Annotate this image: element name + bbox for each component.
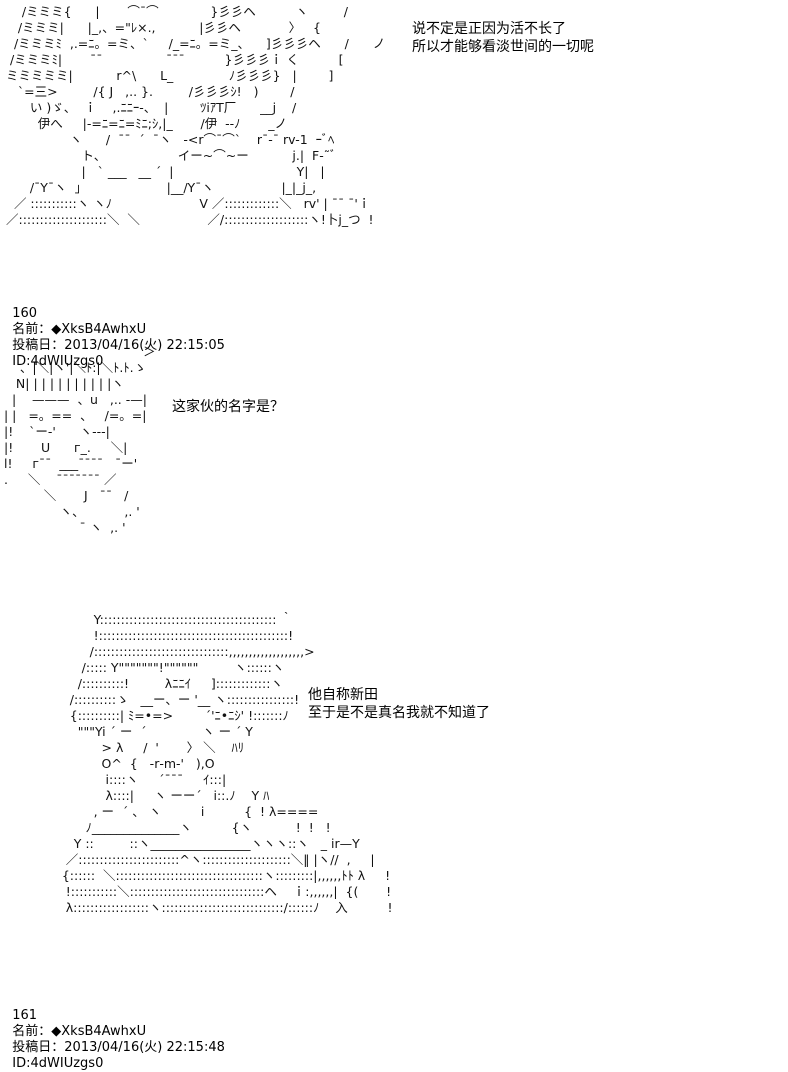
ascii-art-line: {::::::::::| ﾐ=•=> ˊ'ﾆ•ﾆｼ' !:::::::ﾉ (34, 708, 289, 723)
ascii-art-line: l! г¯¯ ___¯¯¯¯ ¯ー' (4, 456, 138, 471)
ascii-art-figure-1: /ミミミ{ | ⌒¯⌒ }彡彡ヘ ヽ / /ミミミ| |_,、="ﾚ×., |彡… (6, 4, 385, 228)
ascii-art-line: い )ゞ、 ｉ ,.ﾆﾆｰ-、 | ﾂiｱT厂 __j / (6, 100, 297, 115)
ascii-art-line: !:::::::::::＼:::::::::::::::::::::::::::… (34, 884, 392, 899)
ascii-art-line: ／:::::::::::::::::::::＼ ＼ ／/::::::::::::… (6, 212, 374, 227)
dialog-line-4: 他自称新田 (308, 687, 378, 703)
post-number: 160 (12, 306, 38, 321)
post-number: 161 (12, 1008, 38, 1023)
ascii-art-line: Y :: ::ヽ________________ヽヽヽ::ヽ _ ir—Y (34, 836, 360, 851)
ascii-art-line: λ::::::::::::::::::ヽ::::::::::::::::::::… (34, 900, 393, 915)
ascii-art-line: /ミミミﾐ| ¯¯ ¯¯¯ }彡彡彡ｉ く [ (6, 52, 344, 67)
post-name-label: 名前： (12, 322, 52, 337)
ascii-art-line: ト、 イー~⌒~ー j.| F-˜ﾞ (6, 148, 337, 163)
post-datetime: 2013/04/16(火) 22:15:48 (64, 1040, 225, 1055)
post-date-label: 投稿日： (12, 1040, 65, 1055)
ascii-art-line: """Yi ˊ ー ˊ ヽ ー ˊ Y (34, 724, 253, 739)
ascii-art-line: /ミミミ{ | ⌒¯⌒ }彡彡ヘ ヽ / (6, 4, 348, 19)
ascii-art-line: ／ :::::::::::ヽ ヽﾉ V ／:::::::::::::＼ rv' … (6, 196, 371, 211)
ascii-art-line: ヽ / ¯¯ ˊ ¯ヽ -<r⌒¯⌒` r¯-¯ rv-1 ｰﾞﾍ (6, 132, 335, 147)
ascii-art-line: 伊へ |-=ﾆ=ﾆ=ﾐﾆ;ｼ,|_ /伊 --ﾉ _ノ (6, 116, 288, 131)
ascii-art-line: | ` ___ __ ˊ | Y| | (6, 164, 325, 179)
post-header-160: 160 名前：◆XksB4AwhxU 投稿日：2013/04/16(火) 22:… (4, 290, 225, 370)
ascii-art-line: /::::::::::ゝ __ー、ー '__ ヽ::::::::::::::::… (34, 692, 300, 707)
ascii-art-line: > λ / ' 〉 ＼ ﾊﾘ (34, 740, 245, 755)
dialog-line-3: 这家伙的名字是？ (172, 399, 284, 415)
ascii-art-line: /ミミミﾐ ,.=ﾆ。=ミ、` /_=ﾆ。=ミ_、 ]彡彡彡ヘ / ノ (6, 36, 386, 51)
ascii-art-line: , ー ´ 、 ヽ i { ! λ==== (34, 804, 319, 819)
ascii-art-line: ミミミミミ| r^\ L_ ﾉ彡彡彡} | ] (6, 68, 334, 83)
ascii-art-line: `=三> /{ J ,.. }. /彡彡彡ｼ! ) / (6, 84, 295, 99)
ascii-art-line: . ＼ ¯¯¯¯¯¯¯ ／ (4, 472, 117, 487)
ascii-art-line: ¯ ヽ ,. ' (4, 520, 126, 535)
ascii-art-line: !:::::::::::::::::::::::::::::::::::::::… (34, 628, 294, 643)
ascii-art-line: λ::::| ヽ ーーˊ i::.ﾉ Y ﾊ (34, 788, 270, 803)
ascii-art-line: i::::ヽ ˊ¯¯¯ ｲ:::| (34, 772, 227, 787)
post-trip: ◆XksB4AwhxU (51, 322, 147, 337)
ascii-art-line: | | =。== 、 /=。=| (4, 408, 147, 423)
ascii-art-line: |! U г_. ＼| (4, 440, 128, 455)
ascii-art-line: N| | | | | | | | | | |ヽ (4, 376, 124, 391)
ascii-art-line: /¯Y¯ヽ 」 |__/Y¯ヽ |_|_j_, (6, 180, 317, 195)
dialog-line-2: 所以才能够看淡世间的一切呢 (412, 39, 594, 55)
ascii-art-line: ＼ J ¯¯ / (4, 488, 129, 503)
ascii-art-line: | ——— 、u ,.. -—| (4, 392, 147, 407)
post-datetime: 2013/04/16(火) 22:15:05 (64, 338, 225, 353)
ascii-art-line: /::::::::::! λﾆﾆｲ ]:::::::::::::ヽ (34, 676, 283, 691)
post-id: ID:4dWIUzgs0 (12, 1056, 104, 1071)
post-date-label: 投稿日： (12, 338, 65, 353)
ascii-art-line: ヽ、 ,. ' (4, 504, 140, 519)
ascii-art-line: ／::::::::::::::::::::::::^ヽ:::::::::::::… (34, 852, 375, 867)
ascii-art-line: 、|＼|ヽ'|＼ﾄ:|＼ﾄ.ﾄ.ゝ (4, 360, 147, 375)
ascii-art-line: ＞ (4, 344, 156, 359)
dialog-line-1: 说不定是正因为活不长了 (412, 21, 566, 37)
post-header-161: 161 名前：◆XksB4AwhxU 投稿日：2013/04/16(火) 22:… (4, 992, 225, 1072)
ascii-art-figure-3: Y:::::::::::::::::::::::::::::::::::::::… (34, 612, 393, 916)
ascii-art-line: Y:::::::::::::::::::::::::::::::::::::::… (34, 612, 293, 627)
ascii-art-figure-2: ＞ 、|＼|ヽ'|＼ﾄ:|＼ﾄ.ﾄ.ゝ N| | | | | | | | | |… (4, 344, 156, 536)
ascii-art-line: /::::::::::::::::::::::::::::::::,,,,,,,… (34, 644, 315, 659)
dialog-line-5: 至于是不是真名我就不知道了 (308, 705, 490, 721)
post-id: ID:4dWIUzgs0 (12, 354, 104, 369)
ascii-art-line: /::::: Y"""""""!"""""" ヽ::::::ヽ (34, 660, 285, 675)
ascii-art-line: ﾉ______________ヽ {ヽ ! ! ! (34, 820, 331, 835)
ascii-art-line: |! `ー‐' ヽ--‐| (4, 424, 110, 439)
ascii-art-line: O^ { -r‐m-' ),O (34, 756, 215, 771)
ascii-art-line: /ミミミ| |_,、="ﾚ×., |彡彡ヘ 〉 { (6, 20, 321, 35)
ascii-art-line: {:::::: ＼:::::::::::::::::::::::::::::::… (34, 868, 391, 883)
